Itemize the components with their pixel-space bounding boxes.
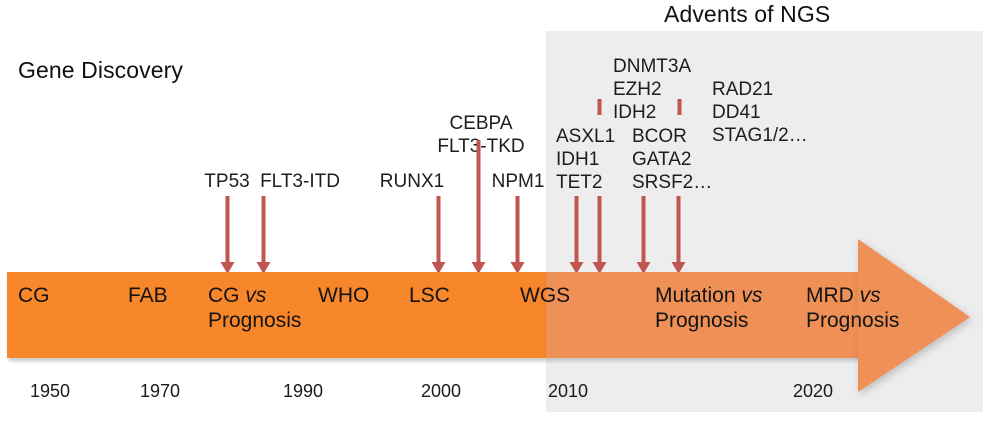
era-mut-prog-line2: Prognosis	[655, 309, 749, 332]
gene-label-stag12: STAG1/2…	[712, 125, 808, 146]
era-cg-prog-line1: CG vs	[208, 283, 301, 308]
marker-cebpa-icon	[471, 140, 485, 274]
year-1970: 1970	[140, 381, 181, 401]
marker-idh2-b-icon	[676, 99, 683, 115]
gene-label-asxl1: ASXL1	[556, 126, 616, 147]
marker-idh2-a-icon	[596, 99, 603, 115]
gene-label-cebpa: CEBPA	[449, 113, 513, 134]
marker-shaft	[597, 196, 601, 264]
era-cg-prog-vs: vs	[245, 284, 267, 307]
gene-label-dd41: DD41	[712, 102, 761, 123]
gene-label-rad21: RAD21	[712, 79, 774, 100]
marker-asxl1-icon	[592, 196, 606, 274]
gene-label-dnmt3a: DNMT3A	[613, 56, 692, 77]
year-2020: 2020	[793, 381, 834, 401]
marker-arrowhead	[471, 262, 485, 274]
era-wgs: WGS	[520, 283, 570, 308]
era-mrd-prog-vs: vs	[859, 284, 881, 307]
era-lsc-primary: LSC	[409, 284, 450, 307]
marker-shaft	[261, 196, 265, 264]
era-cg-line1: CG	[18, 283, 50, 308]
marker-arrowhead	[592, 262, 606, 274]
gene-label-npm1: NPM1	[491, 171, 545, 192]
era-cg-prog-line2: Prognosis	[208, 309, 302, 332]
marker-shaft	[476, 140, 480, 264]
era-lsc: LSC	[409, 283, 450, 308]
era-cg: CG	[18, 283, 50, 308]
marker-arrowhead	[510, 262, 524, 274]
marker-shaft	[641, 196, 645, 264]
era-lsc-line1: LSC	[409, 283, 450, 308]
marker-shaft	[515, 196, 519, 264]
gene-label-ezh2: EZH2	[613, 79, 662, 100]
gene-label-idh2: IDH2	[613, 102, 657, 123]
marker-arrowhead	[431, 262, 445, 274]
marker-flt3-itd-icon	[256, 196, 270, 274]
gene-label-runx1: RUNX1	[379, 171, 445, 192]
era-fab-line1: FAB	[128, 283, 168, 308]
gene-label-bcor: BCOR	[632, 126, 687, 147]
marker-arrowhead	[636, 262, 650, 274]
marker-npm1-icon	[510, 196, 524, 274]
gene-label-tet2: TET2	[556, 172, 603, 193]
marker-shaft	[574, 196, 578, 264]
era-who: WHO	[318, 283, 369, 308]
marker-arrowhead	[671, 262, 685, 274]
marker-shaft	[676, 196, 680, 264]
marker-shaft	[225, 196, 229, 264]
marker-runx1-icon	[431, 196, 445, 274]
marker-shaft	[677, 99, 681, 115]
era-wgs-line1: WGS	[520, 283, 570, 308]
gene-label-flt3-tkd: FLT3-TKD	[437, 136, 525, 157]
marker-shaft	[436, 196, 440, 264]
year-2000: 2000	[421, 381, 462, 401]
era-fab-primary: FAB	[128, 284, 168, 307]
era-mrd-prog-line1: MRD vs	[806, 283, 899, 308]
gene-label-srsf2: SRSF2…	[632, 172, 713, 193]
marker-tp53-icon	[220, 196, 234, 274]
era-mut-prog-primary: Mutation	[655, 284, 742, 307]
ngs-section-title: Advents of NGS	[664, 1, 831, 27]
marker-arrowhead	[256, 262, 270, 274]
era-wgs-primary: WGS	[520, 284, 571, 307]
gene-discovery-section-title: Gene Discovery	[18, 57, 184, 83]
marker-bcor-icon	[636, 196, 650, 274]
era-cg-primary: CG	[18, 284, 50, 307]
era-mut-prog-vs: vs	[741, 284, 763, 307]
year-1990: 1990	[283, 381, 324, 401]
era-fab: FAB	[128, 283, 168, 308]
year-2010: 2010	[548, 381, 589, 401]
marker-shaft	[597, 99, 601, 115]
timeline-arrow-shaft-ngs	[546, 272, 873, 358]
era-mrd-prog-line2: Prognosis	[806, 309, 900, 332]
timeline-arrow-head	[858, 239, 970, 392]
era-mut-prog-line1: Mutation vs	[655, 283, 762, 308]
era-mrd-prog-primary: MRD	[806, 284, 860, 307]
year-1950: 1950	[30, 381, 71, 401]
gene-label-idh1: IDH1	[556, 149, 600, 170]
marker-arrowhead	[220, 262, 234, 274]
gene-label-tp53: TP53	[204, 171, 250, 192]
marker-arrowhead	[569, 262, 583, 274]
marker-gata2-icon	[671, 196, 685, 274]
era-who-primary: WHO	[318, 284, 370, 307]
era-who-line1: WHO	[318, 283, 369, 308]
gene-label-gata2: GATA2	[632, 149, 692, 170]
marker-tet2-icon	[569, 196, 583, 274]
gene-label-flt3-itd: FLT3-ITD	[260, 171, 340, 192]
era-cg-prog-primary: CG	[208, 284, 246, 307]
timeline-arrow-shaft-early	[7, 272, 546, 358]
